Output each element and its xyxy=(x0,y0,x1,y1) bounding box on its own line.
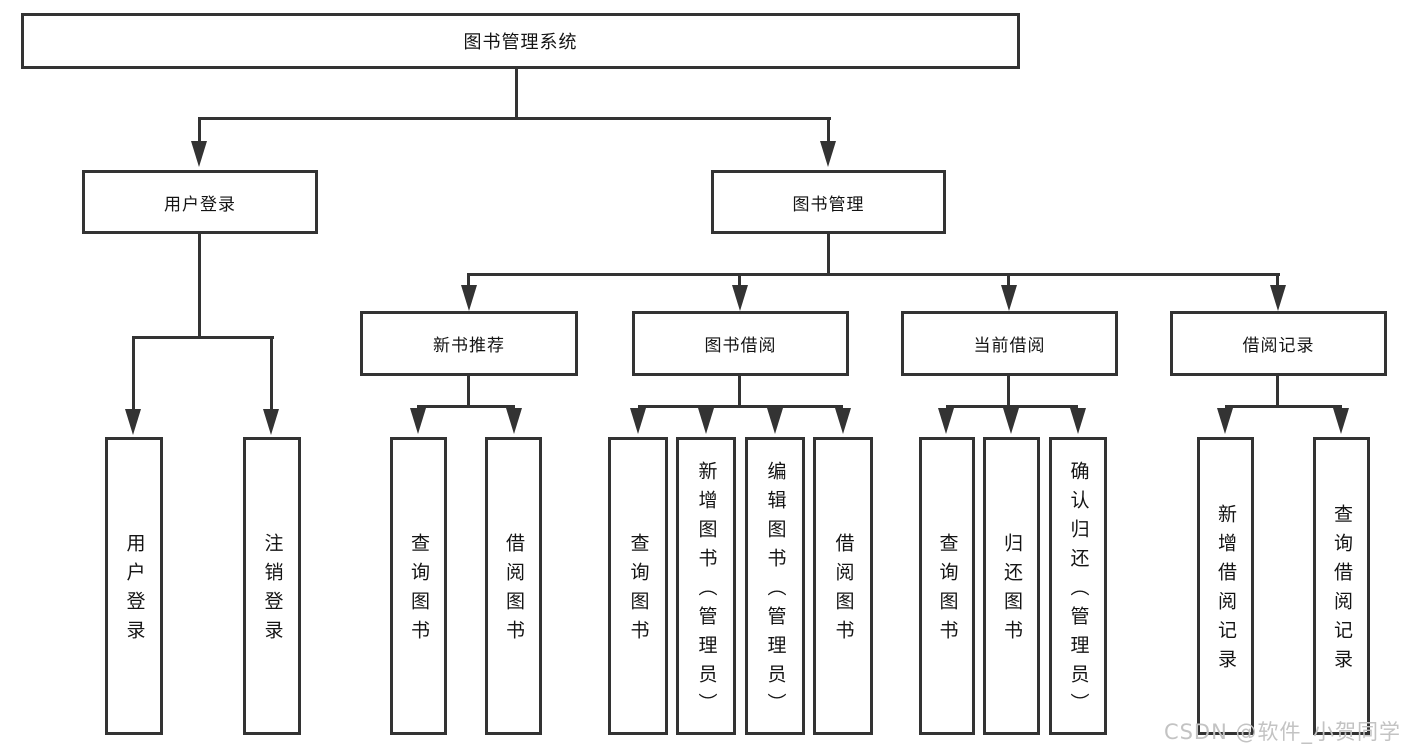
node-leaf-add-borrow-record: 新增借阅记录 xyxy=(1197,437,1254,735)
node-book-management: 图书管理 xyxy=(711,170,946,234)
node-leaf-logout: 注销登录 xyxy=(243,437,301,735)
connector-line xyxy=(198,234,201,339)
node-borrow-records: 借阅记录 xyxy=(1170,311,1387,376)
connector-line xyxy=(198,117,831,120)
connector-line xyxy=(467,273,470,287)
connector-line xyxy=(827,234,830,276)
arrowhead-icon xyxy=(1270,285,1286,311)
connector-line xyxy=(738,273,741,287)
node-root: 图书管理系统 xyxy=(21,13,1020,69)
node-current-borrow: 当前借阅 xyxy=(901,311,1118,376)
arrowhead-icon xyxy=(1333,408,1349,434)
node-leaf-query-book-3: 查询图书 xyxy=(919,437,975,735)
connector-line xyxy=(132,336,135,411)
connector-line xyxy=(270,336,273,411)
arrowhead-icon xyxy=(835,408,851,434)
node-leaf-query-borrow-record: 查询借阅记录 xyxy=(1313,437,1370,735)
node-book-borrow: 图书借阅 xyxy=(632,311,849,376)
arrowhead-icon xyxy=(698,408,714,434)
arrowhead-icon xyxy=(1217,408,1233,434)
connector-line xyxy=(1007,273,1010,287)
connector-line xyxy=(1225,405,1342,408)
arrowhead-icon xyxy=(506,408,522,434)
arrowhead-icon xyxy=(410,408,426,434)
node-leaf-user-login: 用户登录 xyxy=(105,437,163,735)
arrowhead-icon xyxy=(732,285,748,311)
connector-line xyxy=(738,376,741,408)
node-new-book-recommend: 新书推荐 xyxy=(360,311,578,376)
node-leaf-borrow-book-2: 借阅图书 xyxy=(813,437,873,735)
connector-line xyxy=(1276,273,1279,287)
node-leaf-query-book-2: 查询图书 xyxy=(608,437,668,735)
connector-line xyxy=(417,405,515,408)
node-leaf-return-book: 归还图书 xyxy=(983,437,1040,735)
arrowhead-icon xyxy=(1070,408,1086,434)
connector-line xyxy=(1276,376,1279,408)
arrowhead-icon xyxy=(1003,408,1019,434)
arrowhead-icon xyxy=(820,141,836,167)
node-user-login: 用户登录 xyxy=(82,170,318,234)
arrowhead-icon xyxy=(1001,285,1017,311)
arrowhead-icon xyxy=(938,408,954,434)
node-leaf-query-book-1: 查询图书 xyxy=(390,437,447,735)
connector-line xyxy=(946,405,1078,408)
arrowhead-icon xyxy=(461,285,477,311)
node-leaf-add-book-admin: 新增图书（管理员） xyxy=(676,437,736,735)
connector-line xyxy=(467,376,470,408)
node-leaf-edit-book-admin: 编辑图书（管理员） xyxy=(745,437,805,735)
connector-line xyxy=(827,117,830,143)
connector-line xyxy=(198,117,201,143)
connector-line xyxy=(133,336,274,339)
node-leaf-confirm-return-admin: 确认归还（管理员） xyxy=(1049,437,1107,735)
node-leaf-borrow-book-1: 借阅图书 xyxy=(485,437,542,735)
connector-line xyxy=(515,69,518,120)
arrowhead-icon xyxy=(125,409,141,435)
connector-line xyxy=(638,405,843,408)
arrowhead-icon xyxy=(767,408,783,434)
connector-line xyxy=(1007,376,1010,408)
arrowhead-icon xyxy=(191,141,207,167)
arrowhead-icon xyxy=(263,409,279,435)
connector-line xyxy=(468,273,1280,276)
watermark-text: CSDN @软件_小贺同学 xyxy=(1163,720,1401,744)
arrowhead-icon xyxy=(630,408,646,434)
